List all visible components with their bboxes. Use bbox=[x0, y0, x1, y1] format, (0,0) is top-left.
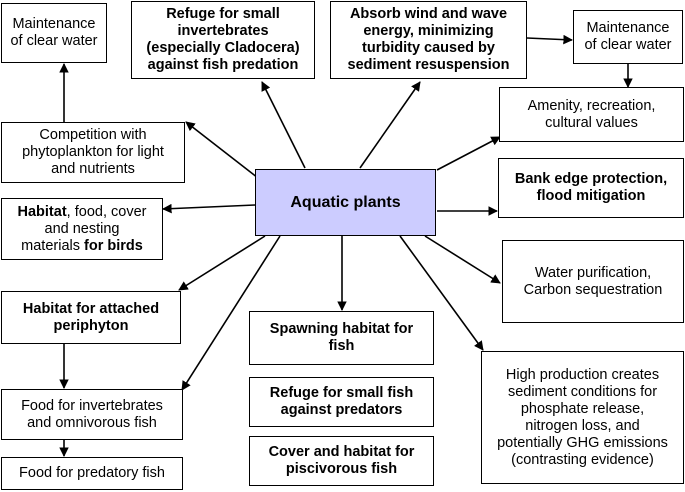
periphyton-node: Habitat for attached periphyton bbox=[1, 291, 181, 344]
node-text-bold: Habitat bbox=[17, 203, 67, 220]
arrow-to-high-production bbox=[399, 235, 484, 351]
aquatic-plants-label: Aquatic plants bbox=[290, 194, 401, 211]
node-text: Amenity, recreation, bbox=[527, 97, 656, 114]
node-text: (contrasting evidence) bbox=[511, 451, 654, 468]
node-text: Spawning habitat for bbox=[269, 321, 414, 337]
node-text: Food for predatory fish bbox=[19, 465, 165, 481]
arrow-to-amenity bbox=[436, 136, 501, 171]
node-text: fish bbox=[328, 338, 355, 354]
node-text: Refuge for small fish bbox=[269, 385, 414, 401]
arrow-to-periphyton bbox=[178, 235, 266, 291]
node-text: of clear water bbox=[10, 33, 98, 49]
birds-node: Habitat, food, cover and nesting materia… bbox=[1, 198, 163, 260]
node-text: and nesting bbox=[44, 220, 120, 237]
node-text: and nutrients bbox=[51, 161, 135, 177]
absorb-wind-node: Absorb wind and wave energy, minimizing … bbox=[330, 1, 527, 79]
node-text: Habitat for attached bbox=[22, 300, 160, 317]
node-text: periphyton bbox=[53, 317, 129, 334]
node-text: nitrogen loss, and bbox=[525, 417, 640, 434]
arrow-to-food-inverts bbox=[181, 235, 281, 391]
aquatic-plants-node: Aquatic plants bbox=[255, 169, 436, 236]
food-inverts-node: Food for invertebrates and omnivorous fi… bbox=[1, 389, 183, 440]
node-text: piscivorous fish bbox=[285, 461, 398, 477]
competition-node: Competition with phytoplankton for light… bbox=[1, 122, 185, 183]
node-text: cultural values bbox=[545, 114, 638, 131]
node-text: against fish predation bbox=[147, 57, 299, 73]
node-text: Water purification, bbox=[534, 264, 652, 281]
node-text: phosphate release, bbox=[520, 400, 645, 417]
node-text: energy, minimizing bbox=[363, 23, 494, 39]
node-text: Competition with bbox=[39, 127, 147, 143]
node-text: sediment resuspension bbox=[347, 57, 510, 73]
node-text: Refuge for small bbox=[166, 6, 280, 22]
food-predatory-node: Food for predatory fish bbox=[1, 457, 183, 490]
arrow-to-competition bbox=[185, 121, 259, 179]
water-purification-node: Water purification, Carbon sequestration bbox=[502, 240, 684, 323]
node-text: Absorb wind and wave bbox=[349, 6, 508, 22]
node-text: High production creates bbox=[505, 366, 660, 383]
refuge-invertebrates-node: Refuge for small invertebrates (especial… bbox=[131, 1, 315, 79]
node-text: and omnivorous fish bbox=[27, 414, 157, 431]
node-text: Cover and habitat for bbox=[268, 444, 415, 460]
node-text: (especially Cladocera) bbox=[146, 40, 300, 56]
node-text: Carbon sequestration bbox=[523, 281, 663, 298]
refuge-fish-node: Refuge for small fish against predators bbox=[249, 377, 434, 427]
spawning-node: Spawning habitat for fish bbox=[249, 311, 434, 365]
node-text: turbidity caused by bbox=[362, 40, 495, 56]
node-text: Maintenance bbox=[12, 16, 96, 32]
node-text: Bank edge protection, bbox=[514, 171, 668, 187]
node-text: , food, cover bbox=[66, 203, 147, 220]
node-text: Food for invertebrates bbox=[21, 397, 163, 414]
node-text: Maintenance bbox=[586, 20, 670, 36]
arrow-absorb-to-clear-water bbox=[526, 34, 573, 45]
node-text: of clear water bbox=[584, 37, 672, 53]
bank-edge-node: Bank edge protection, flood mitigation bbox=[498, 158, 684, 218]
node-text: flood mitigation bbox=[536, 188, 646, 204]
node-text: sediment conditions for bbox=[507, 383, 658, 400]
node-text: phytoplankton for light bbox=[22, 144, 164, 160]
node-text: potentially GHG emissions bbox=[497, 434, 668, 451]
clear-water-left-node: Maintenance of clear water bbox=[1, 3, 107, 63]
node-text: materials bbox=[21, 237, 85, 254]
clear-water-right-node: Maintenance of clear water bbox=[573, 10, 683, 64]
arrow-to-water-purification bbox=[424, 235, 501, 284]
arrow-to-absorb-wind bbox=[359, 81, 421, 169]
amenity-node: Amenity, recreation, cultural values bbox=[499, 87, 684, 142]
node-text-bold: for birds bbox=[84, 237, 143, 254]
node-text: invertebrates bbox=[177, 23, 269, 39]
arrow-to-refuge-inverts bbox=[261, 81, 306, 169]
arrow-to-birds bbox=[162, 203, 256, 214]
cover-fish-node: Cover and habitat for piscivorous fish bbox=[249, 436, 434, 486]
high-production-node: High production creates sediment conditi… bbox=[481, 351, 684, 484]
node-text: against predators bbox=[280, 402, 403, 418]
